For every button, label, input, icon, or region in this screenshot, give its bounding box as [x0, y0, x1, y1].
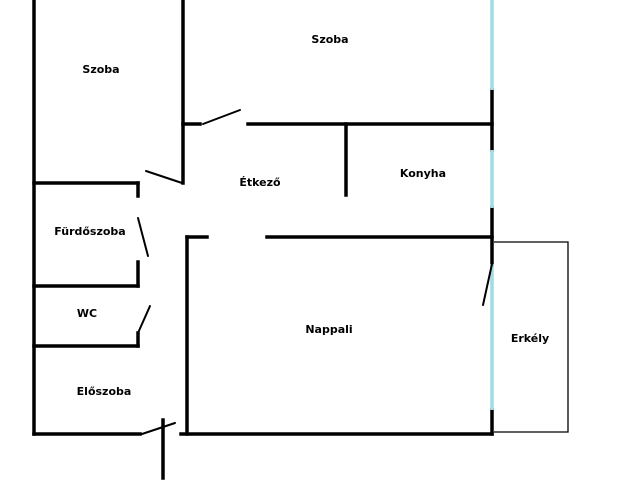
- room-label-eloszoba: Előszoba: [77, 385, 132, 398]
- balcony-outline: [494, 241, 569, 433]
- door-eloszoba: [141, 422, 176, 435]
- room-label-furdoszoba: Fürdőszoba: [54, 225, 125, 238]
- room-label-etkezo: Étkező: [239, 176, 281, 189]
- walls: [32, 0, 494, 480]
- door-wc: [137, 305, 151, 334]
- room-label-erkely: Erkély: [511, 332, 549, 345]
- room-label-szoba-top: Szoba: [311, 33, 348, 46]
- door-szoba-left: [145, 170, 183, 184]
- balcony: [494, 241, 569, 433]
- door-erkely: [482, 263, 493, 306]
- room-labels: Szoba Szoba Étkező Konyha Fürdőszoba WC …: [54, 33, 549, 398]
- doors: [137, 109, 493, 435]
- room-label-wc: WC: [77, 307, 97, 320]
- room-label-szoba-left: Szoba: [82, 63, 119, 76]
- room-label-konyha: Konyha: [400, 167, 446, 180]
- door-furdoszoba: [137, 217, 149, 257]
- door-szoba-top: [202, 109, 241, 125]
- room-label-nappali: Nappali: [305, 323, 352, 336]
